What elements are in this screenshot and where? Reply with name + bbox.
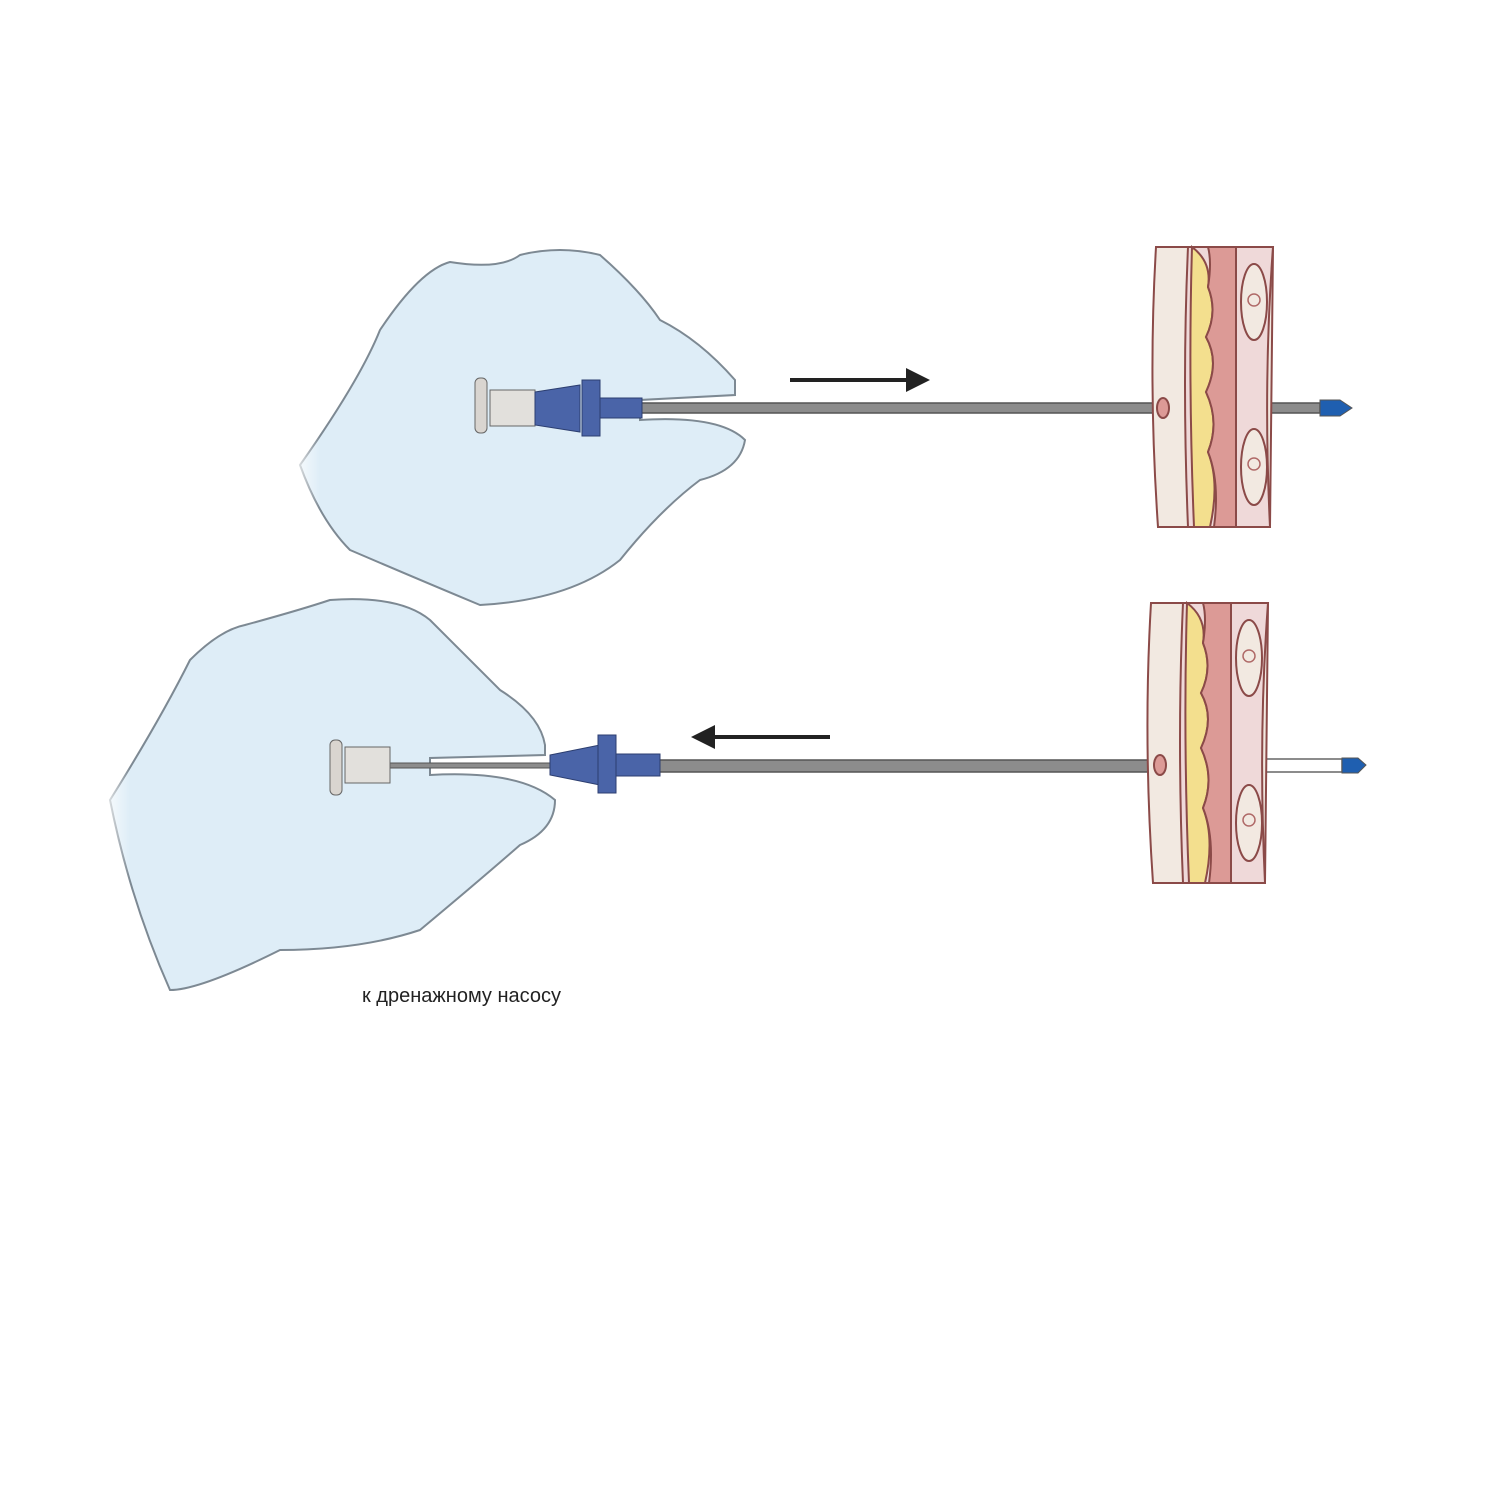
gloved-hand: [298, 249, 747, 607]
needle-assembly: [474, 377, 1353, 437]
tissue-cross-section: [1146, 602, 1269, 884]
step-1: [290, 246, 1353, 630]
step-2: [100, 598, 1367, 1020]
drain-pump-label: к дренажному насосу: [362, 985, 561, 1007]
tissue-cross-section: [1151, 246, 1274, 528]
